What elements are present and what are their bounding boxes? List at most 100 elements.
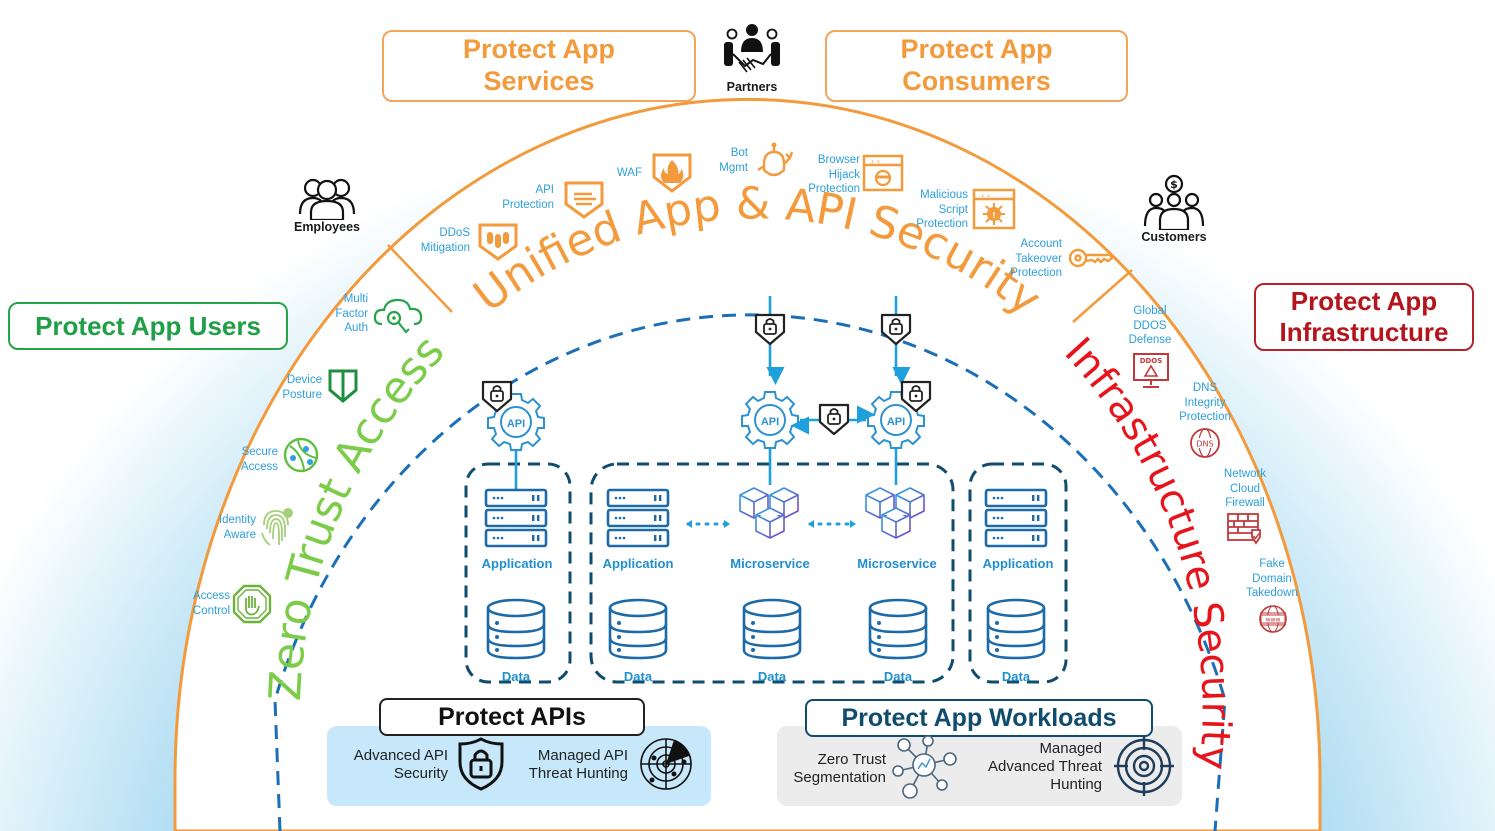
feature-mfa-label: Multi Factor Auth <box>335 293 368 334</box>
robot-icon <box>757 142 794 177</box>
data-label: Data <box>757 669 787 684</box>
employees-group-icon <box>298 178 356 220</box>
employees-persona: Employees <box>283 176 371 234</box>
segment-divider-right <box>1072 269 1133 323</box>
customers-label: Customers <box>1141 230 1207 244</box>
api-shield-icon <box>564 181 604 219</box>
managed-advanced-threat-hunting-label: Managed Advanced Threat Hunting <box>988 740 1102 793</box>
fingerprint-icon <box>261 508 293 546</box>
key-icon <box>1068 248 1114 268</box>
www-badge: www <box>1266 617 1281 624</box>
protect-app-services-box: Protect App Services <box>382 30 696 102</box>
feature-waf-label: WAF <box>616 167 642 179</box>
feature-browser-hijack-label: Browser Hijack Protection <box>808 154 860 195</box>
component-label: Application <box>982 556 1054 571</box>
svg-text:‹ ›: ‹ › <box>871 157 880 166</box>
dns-globe-icon: DNS <box>1190 428 1220 458</box>
partners-persona: Partners <box>712 22 792 94</box>
lock-shield-icon <box>818 403 850 436</box>
component-label: Microservice <box>730 556 810 571</box>
protect-apis-panel <box>327 726 711 806</box>
group-box-left <box>464 462 572 684</box>
microservice-cubes-icon <box>866 488 924 538</box>
feature-account-takeover-label: Account Takeover Protection <box>1010 238 1062 279</box>
svg-text:!: ! <box>992 211 996 220</box>
dotted-link <box>686 520 730 528</box>
database-icon <box>486 598 546 660</box>
feature-bot-mgmt-label: Bot Mgmt <box>719 147 748 174</box>
lock-shield-icon <box>458 737 504 791</box>
radar-icon <box>640 738 692 790</box>
customers-group-icon: $ <box>1143 174 1205 230</box>
protect-workloads-title: Protect App Workloads <box>805 699 1153 737</box>
advanced-api-security-label: Advanced API Security <box>353 747 448 782</box>
browser-mask-icon: ‹ › <box>862 154 904 192</box>
database-icon <box>868 598 928 660</box>
browser-bug-icon: ‹ › ! <box>972 188 1016 230</box>
feature-fake-domain-label: Fake Domain Takedown <box>1246 558 1298 599</box>
handshake-people-icon <box>724 24 780 73</box>
zero-trust-segmentation-label: Zero Trust Segmentation <box>793 751 886 786</box>
fire-shield-icon <box>652 153 692 193</box>
partners-label: Partners <box>726 80 778 94</box>
segment-divider-left <box>387 244 453 313</box>
svg-text:API: API <box>507 418 525 430</box>
protect-app-infrastructure-box: Protect App Infrastructure <box>1254 283 1474 351</box>
svg-text:API: API <box>887 416 905 428</box>
feature-secure-access-label: Secure Access <box>240 446 278 473</box>
feature-global-ddos-label: Global DDOS Defense <box>1128 305 1172 346</box>
network-globe-icon <box>283 437 319 473</box>
lock-shield-icon <box>754 313 786 346</box>
protect-app-consumers-box: Protect App Consumers <box>825 30 1128 102</box>
stop-hand-icon <box>232 584 272 624</box>
database-icon <box>742 598 802 660</box>
application-server-icon <box>484 488 548 548</box>
feature-ddos-mitigation-label: DDoS Mitigation <box>420 227 470 254</box>
data-label: Data <box>623 669 653 684</box>
feature-dns-integrity-label: DNS Integrity Protection <box>1179 382 1231 423</box>
inner-dashed-arc <box>273 313 1227 831</box>
group-box-center <box>589 462 955 684</box>
employees-label: Employees <box>293 220 360 234</box>
svg-text:$: $ <box>1170 178 1178 191</box>
feature-access-control-label: Access Control <box>192 590 230 617</box>
database-icon <box>608 598 668 660</box>
feature-malicious-script-label: Malicious Script Protection <box>916 189 968 230</box>
protect-app-users-box: Protect App Users <box>8 302 288 350</box>
www-globe-icon: www <box>1259 605 1287 633</box>
component-label: Microservice <box>857 556 937 571</box>
lock-shield-icon <box>880 313 912 346</box>
dotted-link <box>808 520 856 528</box>
microservice-cubes-icon <box>740 488 798 538</box>
protect-apis-title: Protect APIs <box>379 698 645 736</box>
api-gear-icon: API <box>867 391 925 449</box>
group-box-right <box>968 462 1068 684</box>
svg-text:‹ ›: ‹ › <box>981 191 990 200</box>
shield-icon <box>328 369 358 403</box>
data-label: Data <box>1001 669 1031 684</box>
svg-text:API: API <box>761 416 779 428</box>
database-icon <box>986 598 1046 660</box>
ddos-badge: DDOS <box>1140 357 1163 365</box>
component-label: Application <box>602 556 674 571</box>
cloud-key-icon <box>373 298 423 334</box>
feature-device-posture-label: Device Posture <box>282 374 322 401</box>
ddos-shield-icon <box>478 223 518 261</box>
feature-api-protection-label: API Protection <box>502 184 554 211</box>
component-label: Application <box>481 556 553 571</box>
data-label: Data <box>883 669 913 684</box>
customers-persona: $ Customers <box>1132 174 1216 244</box>
crosshair-target-icon <box>1114 736 1174 796</box>
ddos-monitor-icon: DDOS <box>1133 353 1169 388</box>
api-gear-icon: API <box>741 391 799 449</box>
segmentation-network-icon <box>892 735 957 799</box>
firewall-icon <box>1227 513 1261 545</box>
managed-api-threat-hunting-label: Managed API Threat Hunting <box>528 747 628 782</box>
data-label: Data <box>501 669 531 684</box>
dns-badge: DNS <box>1196 440 1213 449</box>
feature-identity-aware-label: Identity Aware <box>218 514 256 541</box>
api-gear-icon: API <box>487 393 545 451</box>
feature-cloud-firewall-label: Network Cloud Firewall <box>1223 468 1267 509</box>
